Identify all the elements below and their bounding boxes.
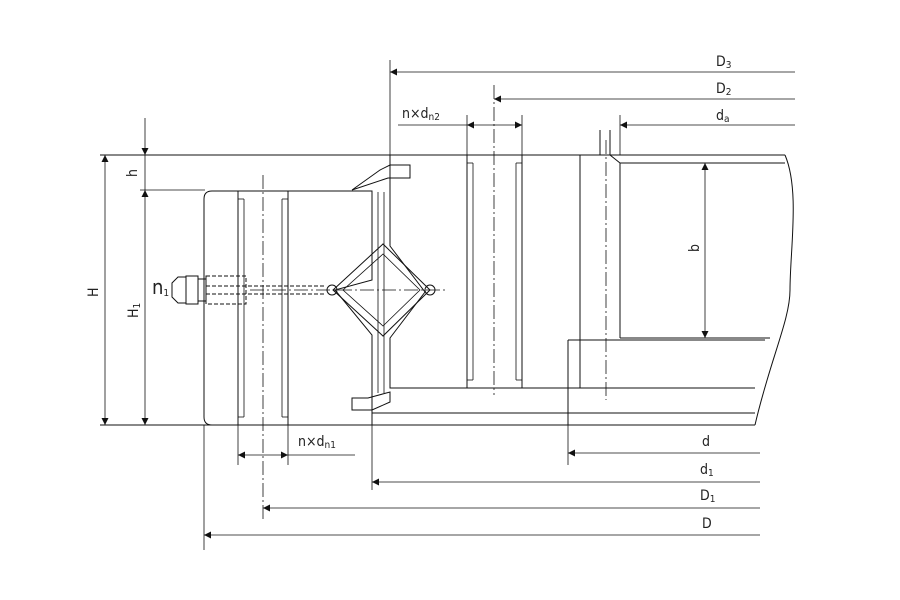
label-n1: n1 [152,275,169,299]
inner-ring [389,85,581,395]
dimension-lines [101,60,795,550]
seals [351,164,411,411]
label-D2: D2 [716,81,731,98]
label-h: h [125,169,141,177]
label-dn2: n×dn2 [402,106,440,123]
inner-ring-body [389,154,581,389]
dimension-labels: D3 D2 da n×dn2 h H H1 b n1 n×dn1 d d1 D1… [86,54,731,532]
grease-nipple [171,275,325,305]
bottom-seal [351,391,391,411]
label-D: D [702,516,712,532]
roller-outline [332,243,431,337]
mating-structure [100,130,794,426]
outer-ring [203,175,373,520]
label-dn1: n×dn1 [298,434,336,451]
label-H1: H1 [126,303,143,318]
outer-ring-body [203,190,373,426]
roller [250,243,445,337]
label-d1: d1 [700,462,714,479]
label-D1: D1 [700,488,715,505]
label-H: H [86,288,102,297]
inner-ring-bolt-hole [466,154,523,389]
top-seal [351,164,411,191]
label-da: da [716,108,730,125]
nipple-head [171,276,187,304]
label-D3: D3 [716,54,731,71]
nipple-thread [205,275,247,305]
label-d: d [702,434,710,450]
label-b: b [687,244,703,252]
